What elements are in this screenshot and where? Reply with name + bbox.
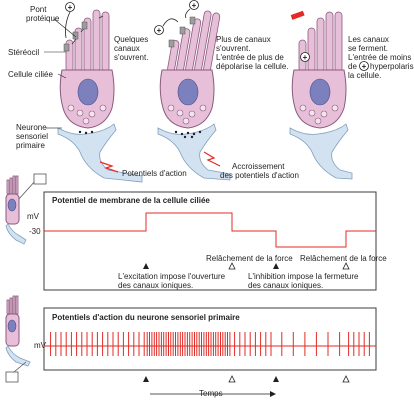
stereocilium xyxy=(92,9,101,73)
stereocilium xyxy=(316,17,325,73)
sensory-neuron-2 xyxy=(157,123,231,181)
nucleus-1 xyxy=(77,78,99,106)
membrane-y-label: mV xyxy=(27,212,40,221)
label-release-force-1: Relâchement de la force xyxy=(206,254,293,263)
action-potential-spikes xyxy=(50,332,370,356)
hair-cell-2: + + xyxy=(154,0,231,181)
nucleus-3 xyxy=(309,78,331,106)
recording-cell-diagram xyxy=(5,173,47,245)
label-protein-bridge: Pont protéique xyxy=(26,5,60,23)
membrane-potential-section: Potentiel de membrane de la cellule cili… xyxy=(5,173,387,291)
lightning-icon xyxy=(203,151,221,167)
small-nucleus xyxy=(7,198,17,212)
spike-panel-frame xyxy=(43,307,377,371)
vesicles-1 xyxy=(67,104,107,125)
action-potential-section: Potentiels d'action du neurone sensoriel… xyxy=(5,295,377,398)
label-hair-cell: Cellule ciliée xyxy=(8,70,53,79)
hair-cell-1: + xyxy=(57,2,143,183)
membrane-panel-frame xyxy=(43,191,377,291)
recording-neuron-diagram xyxy=(5,295,31,383)
label-increase-action-potentials: Accroissement des potentiels d'action xyxy=(220,162,299,180)
ion-channel xyxy=(63,43,70,52)
ion-flow-arrow xyxy=(185,8,191,19)
cation-plus-icon xyxy=(189,0,199,10)
membrane-panel-title: Potentiel de membrane de la cellule cili… xyxy=(52,196,210,205)
marker-filled xyxy=(273,376,279,382)
ion-channel xyxy=(72,31,79,40)
lightning-icon xyxy=(99,161,119,173)
vesicles-3 xyxy=(299,104,339,125)
stereocilium xyxy=(307,27,316,73)
cation-plus-icon-label: + xyxy=(303,53,308,62)
closed-channel-marker xyxy=(290,10,305,20)
marker-open xyxy=(228,262,236,270)
marker-filled xyxy=(143,263,149,269)
stereocilium xyxy=(12,295,16,315)
ion-flow-arrow xyxy=(162,18,179,27)
label-inhibition: L'inhibition impose la fermeture des can… xyxy=(248,272,361,290)
neurotransmitter-dots-2 xyxy=(174,130,202,139)
cation-plus-icon-label: + xyxy=(362,62,367,71)
label-stereocilium: Stéréocil xyxy=(8,48,39,57)
nucleus-2 xyxy=(177,78,199,106)
stereocilium xyxy=(6,179,10,195)
leader-line xyxy=(53,18,77,38)
vesicles-2 xyxy=(167,104,207,125)
spike-y-label: mV xyxy=(34,341,47,350)
label-sensory-neuron: Neurone sensoriel primaire xyxy=(16,123,50,150)
cation-plus-icon xyxy=(359,61,369,71)
membrane-potential-trace xyxy=(44,212,376,248)
cell3-note: Les canaux se ferment. L'entrée de moins… xyxy=(348,35,414,80)
marker-filled xyxy=(143,376,149,382)
neurotransmitter-dots-1 xyxy=(78,130,94,135)
cation-plus-icon xyxy=(154,25,164,35)
stereocilium xyxy=(15,175,19,195)
ion-channel xyxy=(168,39,175,48)
time-arrowhead-icon xyxy=(270,391,276,397)
ion-channel xyxy=(189,16,196,25)
marker-open xyxy=(228,375,236,383)
stereocilium xyxy=(6,299,10,315)
stereocilium xyxy=(9,297,13,315)
stereocilium xyxy=(325,11,334,73)
hair-cell-3 xyxy=(289,10,353,180)
cation-plus-icon-label: + xyxy=(157,26,162,35)
electrode-meter-icon xyxy=(5,371,19,383)
marker-open xyxy=(342,262,350,270)
cation-plus-icon xyxy=(300,52,310,62)
ion-flow-arrow xyxy=(65,11,71,39)
cation-plus-icon-label: + xyxy=(68,3,73,12)
label-excitation: L'excitation impose l'ouverture des cana… xyxy=(118,272,227,290)
leader-line xyxy=(57,73,67,79)
stereocilium xyxy=(12,175,16,195)
marker-filled xyxy=(273,263,279,269)
small-neuron xyxy=(5,345,31,367)
small-neuron xyxy=(5,223,27,245)
time-axis-label: Temps xyxy=(199,389,223,398)
cation-plus-icon xyxy=(65,2,75,12)
electrode-meter-icon xyxy=(33,173,47,185)
ion-channel xyxy=(81,21,88,30)
hair-cell-illustrations: + + + xyxy=(8,0,414,183)
cell1-note: Quelques canaux s'ouvrent. xyxy=(114,35,150,62)
stereocilium xyxy=(101,11,110,73)
marker-open xyxy=(342,375,350,383)
label-action-potentials: Potentiels d'action xyxy=(122,169,187,178)
cation-plus-icon-label: + xyxy=(192,1,197,10)
sensory-neuron-3 xyxy=(289,123,353,180)
stereocilium xyxy=(9,177,13,195)
membrane-y-tick: -30 xyxy=(29,227,41,236)
small-nucleus xyxy=(7,319,17,333)
ion-channel xyxy=(179,26,186,35)
label-release-force-2: Relâchement de la force xyxy=(300,254,387,263)
stereocilium xyxy=(334,11,343,73)
cell2-note: Plus de canaux s'ouvrent. L'entrée de pl… xyxy=(216,35,289,71)
spike-panel-title: Potentiels d'action du neurone sensoriel… xyxy=(52,313,240,322)
stereocilium xyxy=(15,295,19,315)
